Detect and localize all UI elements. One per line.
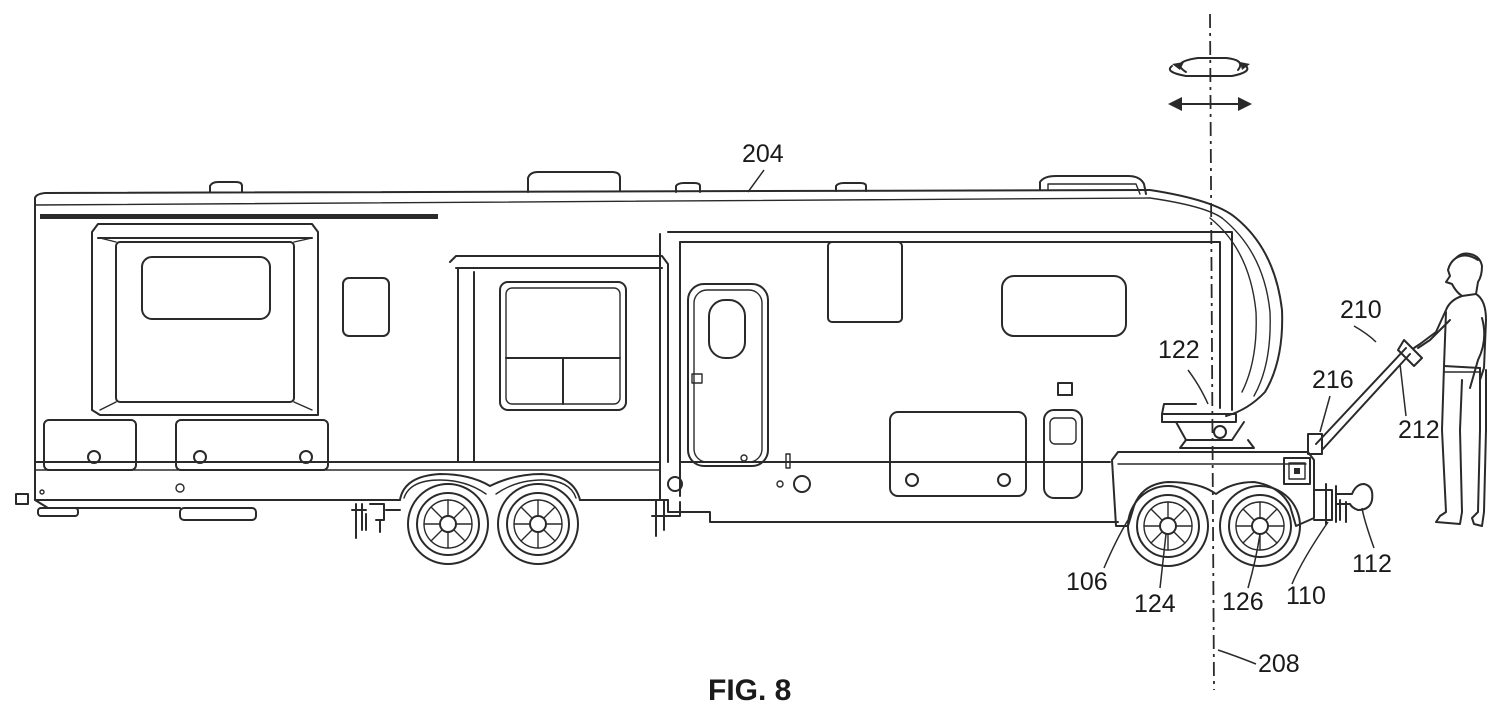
- fifth-wheel-trailer: [15, 171, 1284, 523]
- vertical-axis-208: [1209, 13, 1215, 691]
- front-window: [141, 256, 271, 320]
- tow-handle: [1315, 339, 1423, 451]
- roof-vent: [209, 181, 243, 193]
- trailer-wheel-front: [407, 483, 489, 565]
- storage-door-2: [175, 419, 329, 471]
- ac-unit: [1039, 175, 1147, 195]
- leader-lines: [747, 169, 1407, 665]
- dolly-wheel-126: [1219, 485, 1301, 567]
- trailer-wheel-rear: [497, 483, 579, 565]
- rear-section: [659, 231, 1233, 523]
- translation-arrow: [1168, 97, 1252, 111]
- roof-vent-2: [675, 182, 701, 193]
- kingpin-hitch: [1161, 403, 1255, 449]
- label-112: 112: [1352, 550, 1392, 578]
- label-126: 126: [1222, 588, 1264, 616]
- label-106: 106: [1066, 568, 1108, 596]
- front-slide-out: [91, 223, 319, 416]
- label-212: 212: [1398, 416, 1440, 444]
- upper-window: [827, 241, 903, 323]
- label-216: 216: [1312, 366, 1354, 394]
- label-208: 208: [1258, 650, 1300, 678]
- roof-hatch: [527, 171, 621, 193]
- side-window-small: [342, 277, 390, 337]
- label-204: 204: [742, 140, 784, 168]
- operator-person: [1413, 252, 1487, 527]
- towing-dolly: [1111, 433, 1374, 567]
- rear-storage-door: [889, 411, 1027, 497]
- rotation-arrow: [1168, 57, 1250, 77]
- middle-window: [499, 281, 627, 411]
- door-window: [708, 299, 746, 359]
- rear-window: [1001, 275, 1127, 337]
- label-124: 124: [1134, 590, 1176, 618]
- label-122: 122: [1158, 336, 1200, 364]
- roof-vent-3: [835, 182, 867, 192]
- label-210: 210: [1340, 296, 1382, 324]
- storage-door-1: [43, 419, 137, 471]
- middle-slide-out: [449, 255, 669, 463]
- utility-hatch: [1043, 409, 1083, 499]
- entry-door: [687, 283, 769, 467]
- dolly-wheel-124: [1127, 485, 1209, 567]
- label-110: 110: [1286, 582, 1326, 610]
- figure-caption: FIG. 8: [708, 674, 791, 707]
- trailer-axle-assembly: [351, 473, 681, 565]
